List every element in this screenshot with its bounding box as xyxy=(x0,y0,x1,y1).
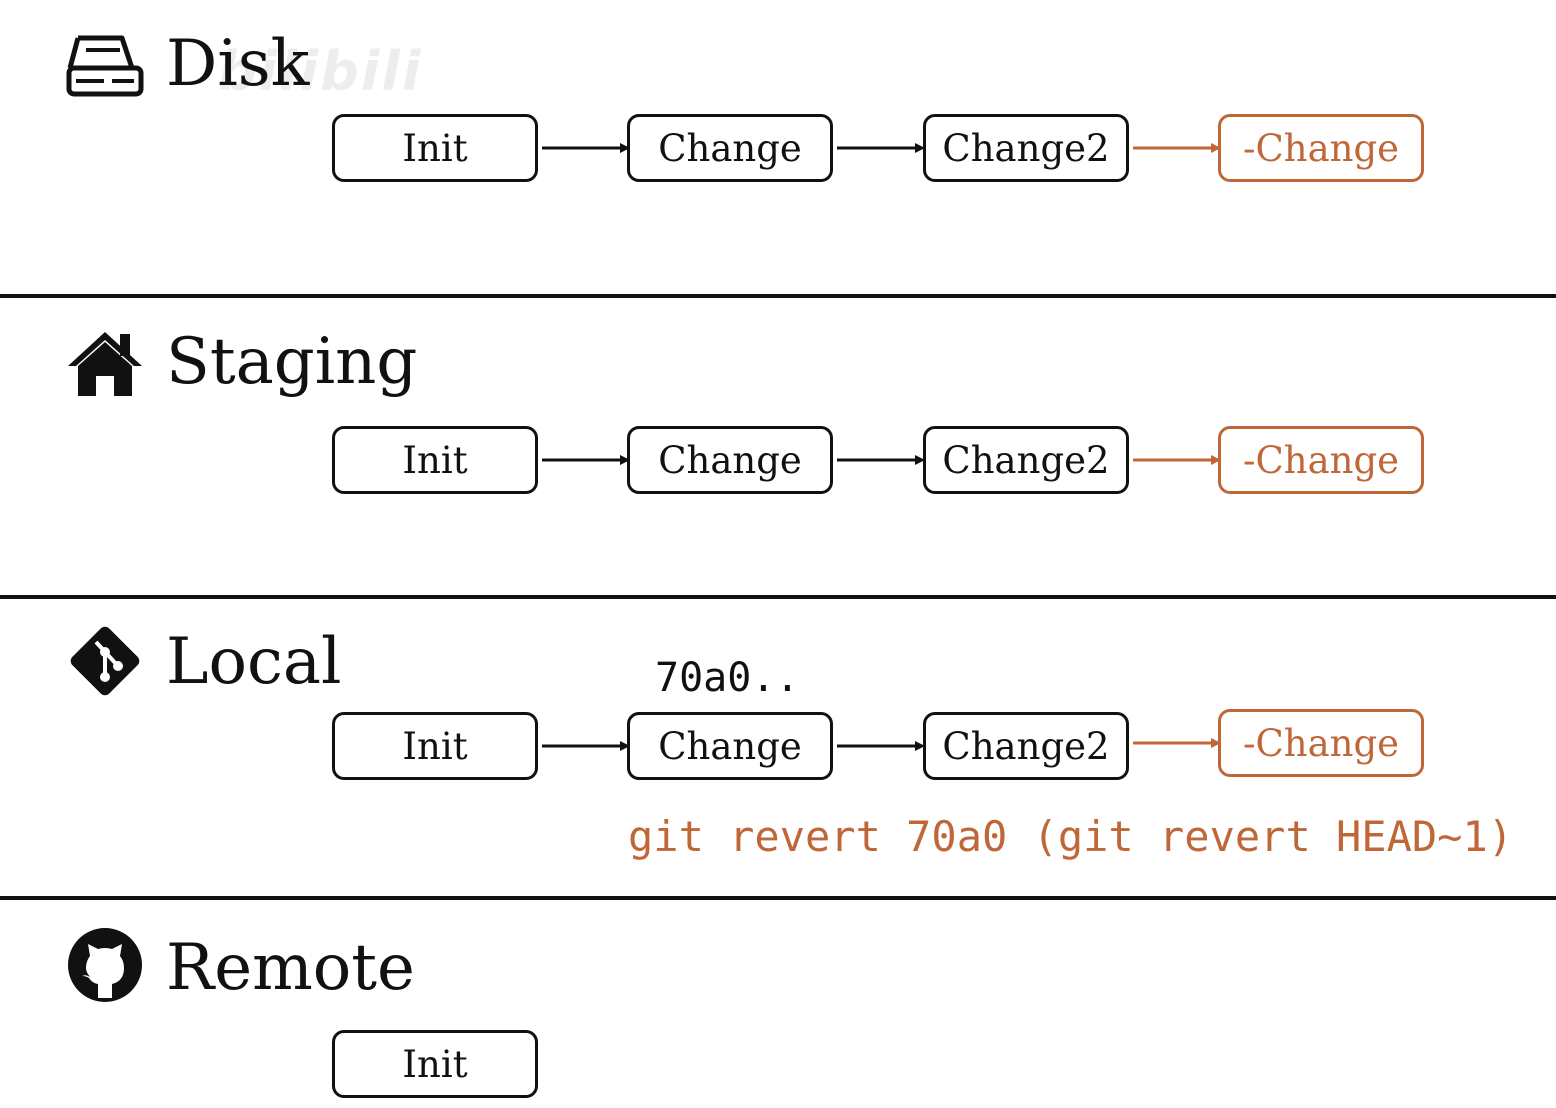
hard-drive-icon xyxy=(66,35,144,97)
arrow-connector xyxy=(837,455,925,465)
section-title-disk: Disk xyxy=(166,27,310,101)
section-divider xyxy=(0,896,1556,900)
arrow-connector xyxy=(542,143,630,153)
commit-node-change[interactable]: Change xyxy=(627,426,833,494)
commit-node-change2[interactable]: Change2 xyxy=(923,426,1129,494)
commit-node-revert-change[interactable]: -Change xyxy=(1218,709,1424,777)
section-staging: Staging Init Change Change2 -Change xyxy=(0,298,1556,596)
arrow-connector xyxy=(542,455,630,465)
commit-node-change2[interactable]: Change2 xyxy=(923,114,1129,182)
commit-node-init[interactable]: Init xyxy=(332,426,538,494)
section-remote: Remote Init xyxy=(0,900,1556,1108)
commit-node-change[interactable]: Change xyxy=(627,114,833,182)
git-icon xyxy=(70,626,140,696)
revert-arrow-connector xyxy=(1133,738,1221,748)
commit-node-init[interactable]: Init xyxy=(332,1030,538,1098)
commit-node-init[interactable]: Init xyxy=(332,114,538,182)
section-divider xyxy=(0,595,1556,599)
commit-node-revert-change[interactable]: -Change xyxy=(1218,114,1424,182)
revert-arrow-connector xyxy=(1133,455,1221,465)
commit-node-change2[interactable]: Change2 xyxy=(923,712,1129,780)
commit-node-revert-change[interactable]: -Change xyxy=(1218,426,1424,494)
section-disk: Disk Init Change Change2 -Change xyxy=(0,0,1556,296)
commit-node-change[interactable]: Change xyxy=(627,712,833,780)
revert-arrow-connector xyxy=(1133,143,1221,153)
section-divider xyxy=(0,294,1556,298)
arrow-connector xyxy=(837,143,925,153)
git-revert-command: git revert 70a0 (git revert HEAD~1) xyxy=(628,812,1514,861)
section-title-local: Local xyxy=(166,625,342,699)
section-title-remote: Remote xyxy=(166,931,415,1005)
arrow-connector xyxy=(542,741,630,751)
home-icon xyxy=(68,332,142,396)
bilibili-watermark: bilibili xyxy=(218,40,423,103)
github-icon xyxy=(68,928,142,1002)
arrow-connector xyxy=(837,741,925,751)
commit-node-init[interactable]: Init xyxy=(332,712,538,780)
commit-hash-label: 70a0.. xyxy=(655,655,800,701)
section-title-staging: Staging xyxy=(166,325,418,399)
